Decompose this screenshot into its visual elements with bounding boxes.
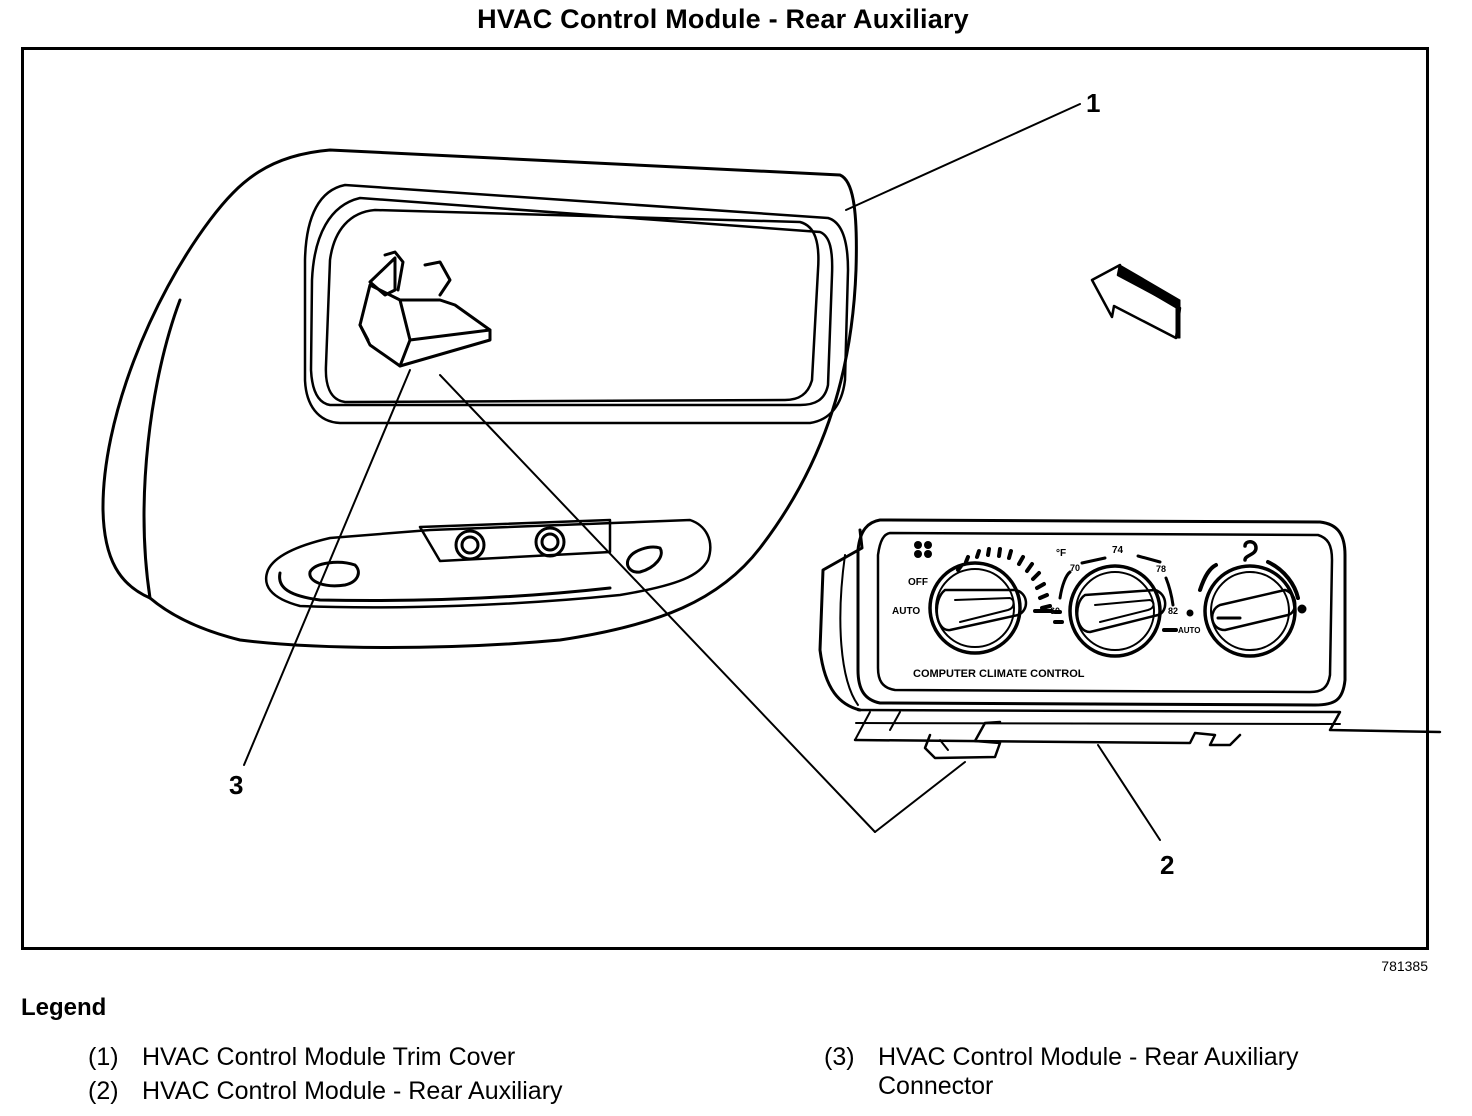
diagram-title: HVAC Control Module - Rear Auxiliary: [477, 4, 969, 34]
callout-2: 2: [1160, 850, 1175, 880]
mode-knob: [1186, 560, 1307, 658]
temp-74-label: 74: [1112, 545, 1124, 556]
temp-78-label: 78: [1156, 564, 1166, 574]
legend-item-number: (1): [88, 1043, 119, 1071]
view-direction-arrow-icon: [1090, 263, 1182, 340]
switch-right-icon: [534, 526, 566, 558]
lamp-right-icon: [626, 545, 663, 574]
temp-60-label: 60: [1050, 606, 1060, 616]
fan-auto-label: AUTO: [892, 606, 920, 617]
legend-item-2: (2) HVAC Control Module - Rear Auxiliary: [88, 1077, 563, 1106]
legend-heading: Legend: [21, 994, 107, 1021]
trim-cover: [101, 148, 858, 649]
control-module: [818, 518, 1442, 760]
legend-item-text-line2: Connector: [878, 1072, 994, 1100]
fan-knob: [928, 547, 1054, 655]
panel-brand-label: COMPUTER CLIMATE CONTROL: [913, 668, 1085, 680]
connector: [358, 250, 492, 368]
legend-item-1: (1) HVAC Control Module Trim Cover: [88, 1043, 515, 1072]
temp-unit-label: °F: [1056, 548, 1066, 559]
legend-item-text: HVAC Control Module Trim Cover: [142, 1043, 516, 1071]
legend-item-text: HVAC Control Module - Rear Auxiliary: [142, 1077, 563, 1105]
fan-off-label: OFF: [908, 577, 928, 588]
panel-labels: OFF AUTO °F 60 70 74 78 82 AUTO COMPUTER…: [892, 545, 1201, 680]
leader-lines: [243, 103, 1161, 841]
temperature-knob: [1053, 554, 1178, 658]
temp-82-label: 82: [1168, 606, 1178, 616]
illustration-frame: [21, 47, 1429, 950]
temp-70-label: 70: [1070, 563, 1080, 573]
legend-item-number: (3): [824, 1043, 855, 1071]
figure-id: 781385: [1381, 958, 1428, 974]
lamp-left-icon: [308, 560, 360, 588]
callout-1: 1: [1086, 88, 1101, 118]
fan-scale-ticks: [956, 547, 1052, 610]
mode-icon: [1243, 540, 1258, 562]
callout-3: 3: [229, 770, 244, 800]
switch-left-icon: [454, 529, 486, 561]
legend-item-number: (2): [88, 1077, 119, 1105]
legend-item-text-line1: HVAC Control Module - Rear Auxiliary: [878, 1043, 1299, 1071]
temp-auto-label: AUTO: [1178, 626, 1201, 635]
fan-icon: [914, 541, 932, 558]
